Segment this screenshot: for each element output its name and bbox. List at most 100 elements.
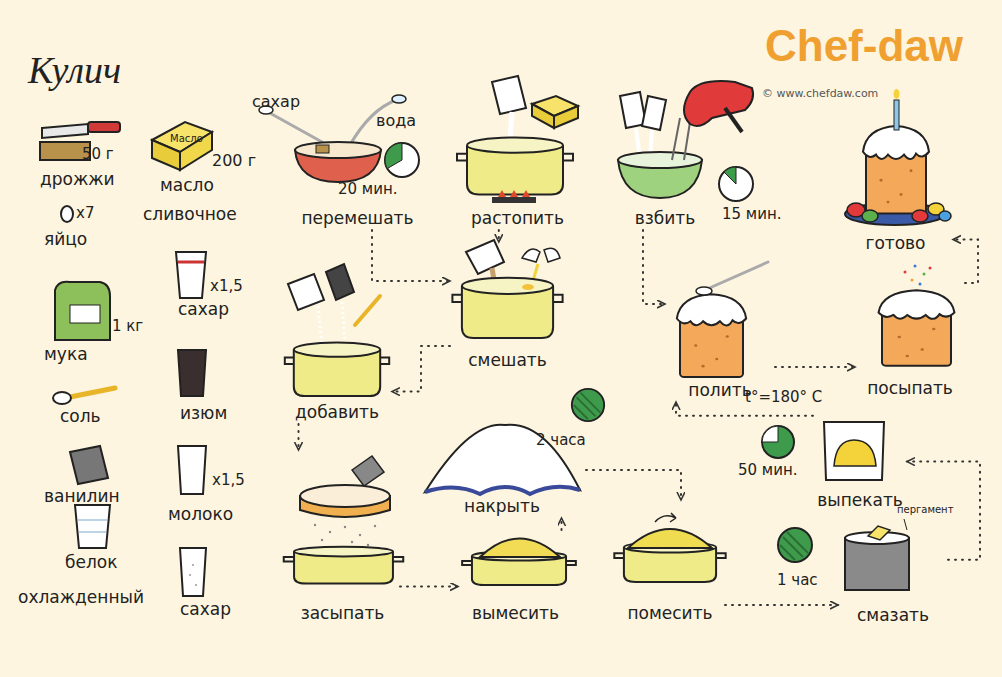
sifting-pot-part <box>367 544 369 546</box>
melting-pot-part <box>498 190 530 197</box>
dotted-connector <box>643 230 665 304</box>
finished-kulich-part <box>894 100 899 130</box>
note-label: сахар <box>252 93 300 111</box>
step-label: добавить <box>295 403 379 422</box>
flour-bag-part <box>55 282 110 340</box>
sugar-glass <box>180 548 206 596</box>
note-label: 1 кг <box>112 318 143 335</box>
note-label: x7 <box>76 205 94 222</box>
note-label: 200 г <box>212 152 256 170</box>
step-label: помесить <box>627 604 712 623</box>
recipe-step: выпекать <box>813 400 907 512</box>
salt-spoon <box>53 388 115 404</box>
note-label: молоко <box>168 505 233 524</box>
adding-pot-part <box>288 274 324 310</box>
note-label: x1,5 <box>210 278 243 295</box>
recipe-step: добавить <box>282 262 392 424</box>
melting-pot-part <box>457 138 573 195</box>
brand-text: Chef-daw <box>765 22 963 70</box>
dotted-connector <box>392 346 450 392</box>
dotted-connector <box>298 424 300 450</box>
sifting-pot-part <box>352 456 384 486</box>
sifting-pot-part <box>359 534 361 536</box>
whisking-bowl-part-part <box>724 167 736 184</box>
note-label: яйцо <box>44 230 87 249</box>
whisking-bowl <box>618 81 753 201</box>
sifting-pot-part <box>321 539 323 541</box>
adding-pot-part <box>326 264 354 300</box>
note-label: x1,5 <box>212 472 245 489</box>
greased-form-part <box>868 526 890 540</box>
sifting-pot-part <box>314 524 316 526</box>
dotted-connector <box>725 604 838 606</box>
title: Кулич <box>28 50 121 92</box>
recipe-step: перемешать <box>285 95 430 230</box>
recipe-step: смешать <box>450 242 565 372</box>
sifting-pot-part <box>300 485 390 507</box>
note-label: Масло <box>170 133 203 144</box>
sprinkled-kulich-part <box>914 265 917 268</box>
kneading-pot-part <box>480 539 560 558</box>
adding-pot-part <box>285 342 389 396</box>
dough-pot-part <box>655 513 676 522</box>
recipe-step: готово <box>838 100 953 255</box>
melting-pot-part <box>492 197 536 203</box>
step-label: готово <box>865 234 925 253</box>
finished-kulich-part <box>939 211 951 221</box>
raisin-glass <box>178 350 206 396</box>
note-label: ванилин <box>44 487 120 506</box>
step-label: перемешать <box>301 209 413 228</box>
combining-pot-part <box>466 240 504 274</box>
whisking-bowl-part <box>672 118 690 160</box>
melting-pot-part <box>492 76 526 114</box>
sugar-glass-part <box>178 261 204 264</box>
salt-spoon-part <box>53 392 71 404</box>
dotted-connector <box>953 240 978 284</box>
brand-text: © www.chefdaw.com <box>762 88 878 100</box>
sifting-pot-part <box>351 541 353 543</box>
step-label: посыпать <box>867 379 953 398</box>
greased-form-part <box>845 538 909 590</box>
egg-white-glass-part <box>75 505 110 548</box>
greased-form-part <box>904 519 907 530</box>
finished-kulich <box>845 89 951 225</box>
glazing-kulich-part <box>705 262 768 290</box>
dotted-connector <box>372 230 450 281</box>
recipe-step: растопить <box>455 75 580 230</box>
glazing-kulich <box>677 262 768 377</box>
note-label: мука <box>44 345 88 364</box>
sprinkled-kulich <box>879 265 955 366</box>
recipe-step: накрыть <box>418 418 586 518</box>
dough-pot-part <box>778 528 812 562</box>
note-label: сахар <box>178 300 229 319</box>
flour-bag <box>55 282 110 340</box>
step-label: растопить <box>471 209 564 228</box>
recipe-step: взбить <box>610 75 720 230</box>
glazing-kulich-part <box>677 294 746 377</box>
note-label: 50 г <box>82 146 114 163</box>
recipe-step: смазать <box>838 515 948 627</box>
sifting-pot-part <box>329 531 331 533</box>
sprinkled-kulich-part <box>879 290 955 365</box>
note-label: 20 мин. <box>338 181 398 198</box>
combining-pot-part <box>522 284 534 290</box>
note-label: сливочное <box>143 205 237 224</box>
step-label: выпекать <box>817 491 903 510</box>
flour-bag-part <box>70 305 100 323</box>
glazing-kulich-part <box>696 287 712 295</box>
egg-white-glass <box>75 505 110 548</box>
recipe-step: вымесить <box>458 530 573 625</box>
sifting-pot-part <box>374 525 376 527</box>
melting-pot-part <box>532 104 578 128</box>
note-label: сахар <box>180 600 231 619</box>
recipe-step: засыпать <box>285 450 400 625</box>
dotted-connector <box>498 230 500 242</box>
note-label: пергамент <box>897 504 953 515</box>
egg-white-glass-part <box>78 520 107 532</box>
note-label: t°=180° C <box>745 389 822 406</box>
sugar-glass-part <box>189 574 191 576</box>
vanilla-packet-part <box>70 446 108 484</box>
step-label: смешать <box>468 351 547 370</box>
